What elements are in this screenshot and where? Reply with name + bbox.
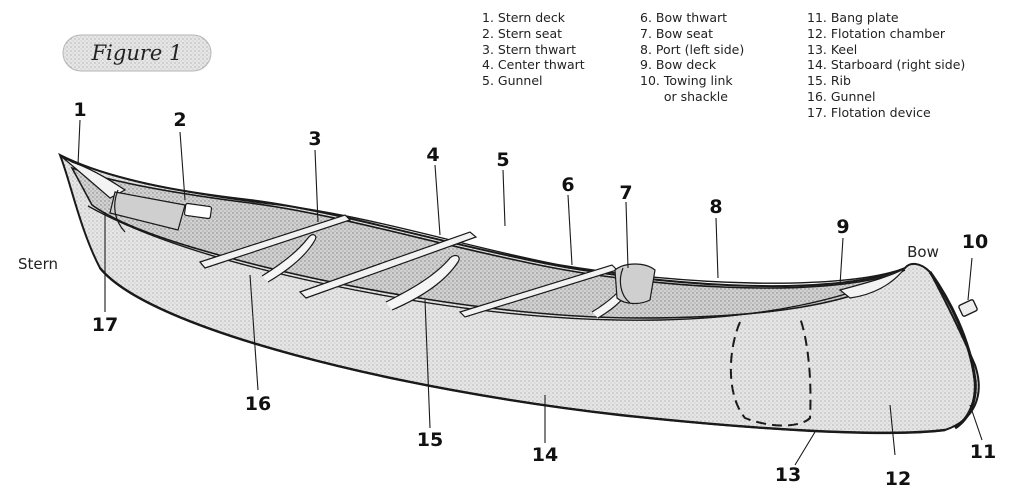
stern-seat-frame xyxy=(114,189,126,233)
leader-16 xyxy=(249,274,259,391)
gunnel-near xyxy=(87,205,906,321)
legend-item: 13. Keel xyxy=(807,41,858,57)
stern-label: Stern xyxy=(17,255,59,273)
callout-4: 4 xyxy=(426,144,440,166)
towing-link xyxy=(958,299,978,317)
stern-seat-block xyxy=(183,202,213,220)
leader-9 xyxy=(839,237,844,286)
bow-deck xyxy=(838,267,906,299)
legend-item: 4. Center thwart xyxy=(482,57,585,73)
bow-label: Bow xyxy=(907,243,939,261)
callout-10: 10 xyxy=(961,231,989,253)
leader-2 xyxy=(179,131,186,201)
legend-item: 15. Rib xyxy=(807,73,851,89)
flotation-chamber xyxy=(729,317,812,427)
leader-8 xyxy=(715,217,719,279)
legend-item: 7. Bow seat xyxy=(640,25,714,41)
bow-seat-frame xyxy=(619,267,631,304)
legend-item: or shackle xyxy=(640,88,728,104)
legend-item: 10. Towing link xyxy=(640,73,733,89)
stern-deck xyxy=(61,156,127,199)
callout-1: 1 xyxy=(73,99,87,121)
leader-10 xyxy=(967,257,973,301)
callout-12: 12 xyxy=(884,468,912,490)
leader-6 xyxy=(567,194,573,266)
callout-3: 3 xyxy=(308,128,322,150)
callout-17: 17 xyxy=(91,314,119,336)
legend-item: 12. Flotation chamber xyxy=(807,25,946,41)
legend-item: 8. Port (left side) xyxy=(640,41,745,57)
callout-7: 7 xyxy=(619,182,633,204)
legend-item: 5. Gunnel xyxy=(482,73,543,89)
legend-item: 17. Flotation device xyxy=(807,104,931,120)
callout-8: 8 xyxy=(709,196,723,218)
figure-title: Figure 1 xyxy=(91,41,183,65)
keel xyxy=(99,267,946,435)
stern-thwart xyxy=(198,214,352,269)
figure-badge-shape xyxy=(62,34,212,72)
legend-item: 14. Starboard (right side) xyxy=(807,57,966,73)
callout-14: 14 xyxy=(531,444,559,466)
leader-3 xyxy=(314,149,319,223)
legend-item: 1. Stern deck xyxy=(482,10,565,25)
legend-item: 3. Stern thwart xyxy=(482,41,576,57)
legend-item: 16. Gunnel xyxy=(807,88,876,104)
legend-column-3: 11. Bang plate 12. Flotation chamber 13.… xyxy=(807,10,965,121)
bang-plate xyxy=(928,271,977,430)
callout-2: 2 xyxy=(173,109,187,131)
leader-5 xyxy=(502,169,506,227)
legend-item: 6. Bow thwart xyxy=(640,10,728,25)
callout-13: 13 xyxy=(774,464,802,486)
leader-7 xyxy=(625,201,629,269)
callout-11: 11 xyxy=(969,441,997,463)
legend-item: 11. Bang plate xyxy=(807,10,899,25)
rib-2 xyxy=(385,254,460,311)
callout-9: 9 xyxy=(836,216,850,238)
leader-4 xyxy=(434,164,441,236)
legend-column-1: 1. Stern deck 2. Stern seat 3. Stern thw… xyxy=(482,10,585,89)
leader-12 xyxy=(889,404,896,456)
figure-badge: Figure 1 xyxy=(62,34,212,72)
leader-15 xyxy=(424,299,431,429)
stern-seat xyxy=(109,191,186,231)
callout-5: 5 xyxy=(496,149,510,171)
callout-15: 15 xyxy=(416,429,444,451)
leader-1 xyxy=(77,119,81,166)
callout-16: 16 xyxy=(244,393,272,415)
leader-13 xyxy=(794,431,816,466)
callout-6: 6 xyxy=(561,174,575,196)
rib-1 xyxy=(261,234,317,283)
leader-11 xyxy=(969,404,983,441)
legend-column-2: 6. Bow thwart 7. Bow seat 8. Port (left … xyxy=(640,10,744,105)
legend-item: 2. Stern seat xyxy=(482,25,563,41)
legend-item: 9. Bow deck xyxy=(640,57,717,73)
center-thwart xyxy=(298,231,478,299)
